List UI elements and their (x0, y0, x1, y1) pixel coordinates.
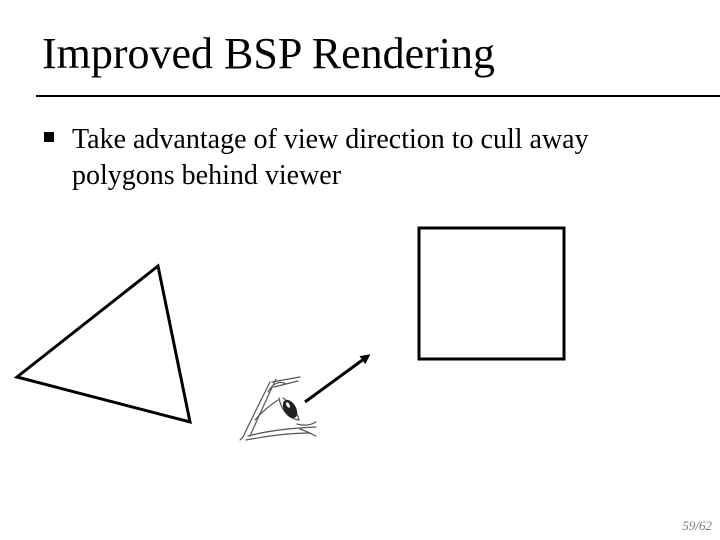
bullet-text: Take advantage of view direction to cull… (72, 124, 589, 191)
page-number: 59/62 (682, 518, 712, 533)
eye-icon (239, 376, 317, 441)
view-direction-arrow (304, 354, 371, 404)
slide-title: Improved BSP Rendering (42, 29, 495, 78)
triangle-polygon (13, 263, 192, 425)
title-divider (36, 95, 720, 97)
bullet-marker (44, 132, 54, 142)
eye-pupil-highlight (286, 402, 290, 408)
square-polygon (417, 226, 566, 361)
